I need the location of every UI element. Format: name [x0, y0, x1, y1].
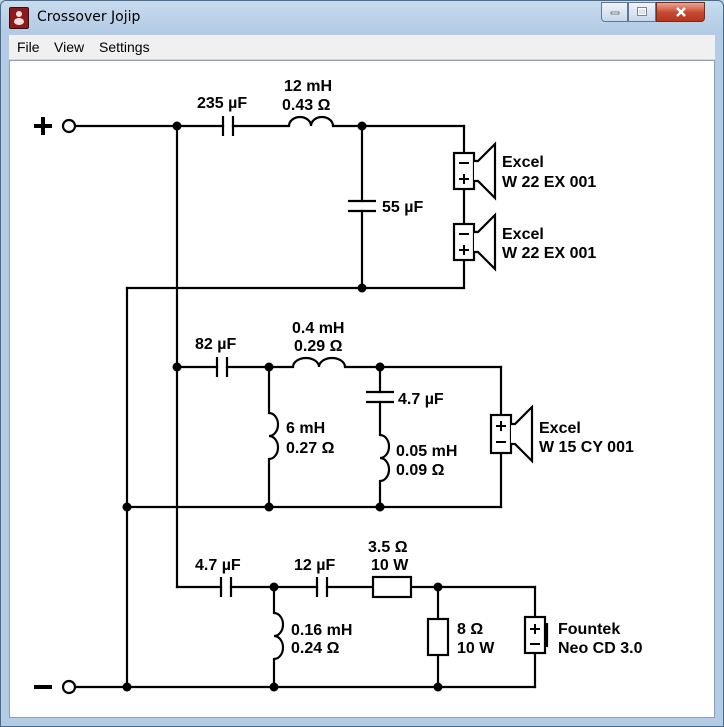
woofer1-model: W 22 EX 001	[502, 174, 596, 191]
menu-file[interactable]: File	[17, 39, 40, 55]
window-title: Crossover Jojip	[37, 9, 141, 25]
mid-notch-inductor-value: 0.05 mH	[396, 443, 457, 460]
woofer-shunt-cap-label: 55 µF	[382, 199, 423, 216]
woofer-inductor-resistance: 0.43 Ω	[282, 97, 331, 114]
minimize-button[interactable]	[601, 2, 628, 22]
positive-terminal[interactable]	[61, 118, 77, 134]
mid-driver-model: W 15 CY 001	[539, 439, 634, 456]
woofer-inductor-value: 12 mH	[284, 78, 332, 95]
negative-terminal[interactable]	[61, 679, 77, 695]
woofer2-brand: Excel	[502, 226, 544, 243]
woofer-cap-label: 235 µF	[197, 95, 247, 112]
tweeter-inductor-resistance: 0.24 Ω	[291, 640, 340, 657]
maximize-button[interactable]	[628, 2, 656, 22]
mid-cap-label: 82 µF	[195, 336, 236, 353]
title-bar[interactable]: Crossover Jojip	[1, 1, 723, 34]
mid-shunt-inductor-resistance: 0.27 Ω	[286, 440, 335, 457]
tweeter-driver-model: Neo CD 3.0	[558, 640, 643, 657]
tweeter-series-resistor-power: 10 W	[371, 557, 409, 574]
mid-shunt-inductor-value: 6 mH	[286, 420, 325, 437]
speaker-app-icon[interactable]	[9, 7, 29, 29]
menu-bar: File View Settings	[9, 35, 715, 60]
tweeter-cap1-label: 4.7 µF	[195, 557, 241, 574]
tweeter-shunt-resistor-value: 8 Ω	[457, 621, 483, 638]
maximize-icon	[637, 7, 647, 16]
tweeter-inductor-value: 0.16 mH	[291, 622, 352, 639]
menu-view[interactable]: View	[54, 39, 85, 55]
mid-inductor-value: 0.4 mH	[292, 320, 344, 337]
close-icon	[675, 7, 686, 17]
tweeter-cap2-label: 12 µF	[294, 557, 335, 574]
close-button[interactable]	[656, 2, 705, 22]
tweeter-shunt-resistor-power: 10 W	[457, 640, 495, 657]
mid-driver-brand: Excel	[539, 420, 581, 437]
mid-notch-inductor-resistance: 0.09 Ω	[396, 462, 445, 479]
tweeter-series-resistor-value: 3.5 Ω	[368, 539, 408, 556]
tweeter-driver-brand: Fountek	[558, 621, 620, 638]
woofer1-brand: Excel	[502, 154, 544, 171]
mid-notch-cap-label: 4.7 µF	[398, 391, 444, 408]
mid-inductor-resistance: 0.29 Ω	[294, 338, 343, 355]
minimize-icon	[610, 11, 619, 15]
woofer2-model: W 22 EX 001	[502, 245, 596, 262]
menu-settings[interactable]: Settings	[99, 39, 150, 55]
